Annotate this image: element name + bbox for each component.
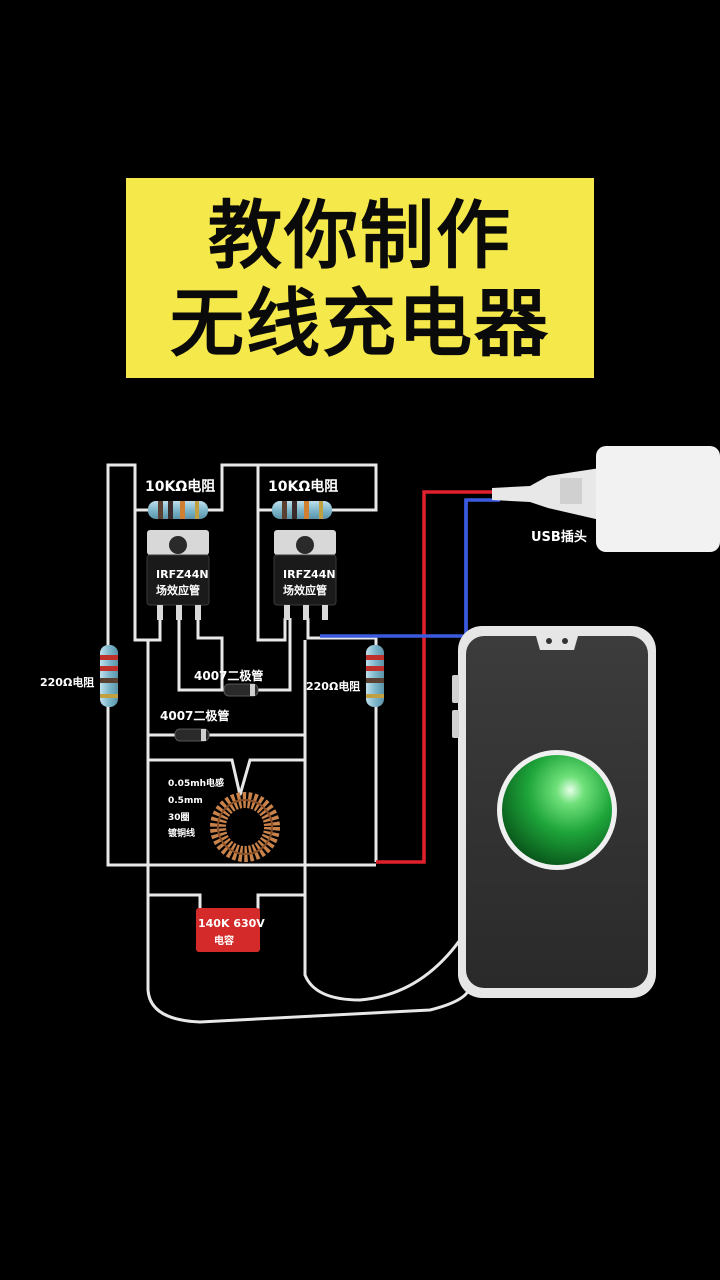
indicator-light: [497, 750, 617, 870]
inductor-label-2: 0.5mm: [168, 796, 203, 806]
resistor-10k-left-label: 10KΩ电阻: [145, 478, 215, 495]
inductor-label-3: 30圈: [168, 812, 190, 823]
diode-lower-label: 4007二极管: [160, 708, 229, 723]
capacitor: [196, 908, 260, 952]
capacitor-label-1: 140K 630V: [198, 917, 265, 930]
mosfet-left-name: 场效应管: [156, 583, 200, 597]
mosfet-left: [146, 530, 210, 620]
usb-plug-label: USB插头: [531, 529, 587, 545]
mosfet-right-model: IRFZ44N: [283, 568, 336, 581]
resistor-220-right: [366, 645, 384, 707]
mosfet-right-name: 场效应管: [283, 583, 327, 597]
negative-wire: [320, 498, 500, 638]
resistor-10k-right-label: 10KΩ电阻: [268, 478, 338, 495]
wires: [106, 463, 472, 1024]
title-banner: 教你制作 无线充电器: [126, 178, 594, 378]
inductor-label-4: 镀铜线: [168, 827, 195, 839]
resistor-220-left-label: 220Ω电阻: [40, 675, 94, 689]
diode-upper: [223, 683, 259, 697]
mosfet-left-model: IRFZ44N: [156, 568, 209, 581]
inductor-toroid: [210, 792, 280, 862]
diode-lower: [174, 728, 210, 742]
title-line-2: 无线充电器: [170, 281, 550, 367]
diode-upper-label: 4007二极管: [194, 668, 263, 683]
resistor-220-right-label: 220Ω电阻: [306, 679, 360, 693]
positive-wire: [376, 490, 500, 864]
capacitor-label-2: 电容: [214, 934, 234, 947]
usb-plug: [492, 446, 720, 552]
resistor-220-left: [100, 645, 118, 707]
inductor-label-1: 0.05mh电感: [168, 777, 224, 789]
resistor-10k-right: [272, 501, 332, 519]
title-line-1: 教你制作: [208, 193, 512, 279]
mosfet-right: [273, 530, 337, 620]
resistor-10k-left: [148, 501, 208, 519]
